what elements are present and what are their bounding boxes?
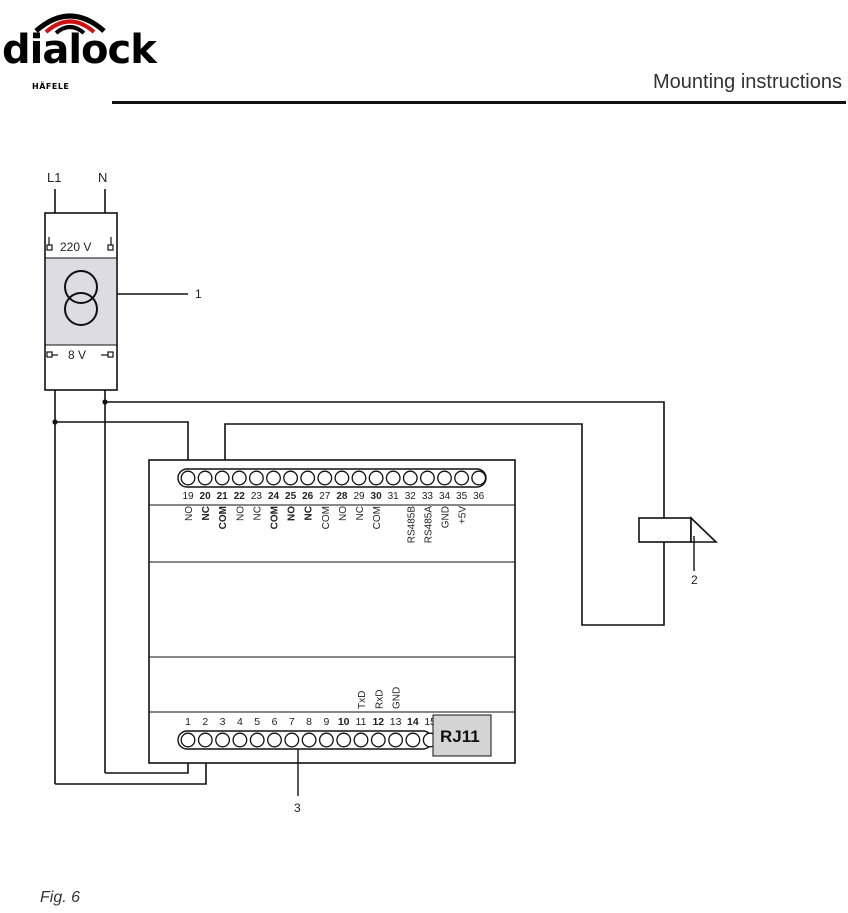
terminal-label: +5V xyxy=(458,506,469,524)
terminal-number-33: 33 xyxy=(422,491,434,502)
terminal-label: RS485B xyxy=(406,506,417,544)
terminal-number-31: 31 xyxy=(388,491,400,502)
supply-label-n: N xyxy=(98,170,107,185)
terminal-number-23: 23 xyxy=(251,491,263,502)
terminal-31 xyxy=(386,471,400,485)
terminal-25 xyxy=(284,471,298,485)
terminal-23 xyxy=(250,471,264,485)
terminal-number-21: 21 xyxy=(217,491,229,502)
terminal-label: COM xyxy=(372,506,383,529)
terminal-number-28: 28 xyxy=(336,491,348,502)
terminal-9 xyxy=(320,733,334,747)
terminal-number-19: 19 xyxy=(182,491,194,502)
terminal-22 xyxy=(233,471,247,485)
terminal-label: COM xyxy=(321,506,332,529)
terminal-label: GND xyxy=(441,506,452,528)
terminal-number-13: 13 xyxy=(390,716,402,728)
terminal-8 xyxy=(302,733,316,747)
callout-3: 3 xyxy=(294,801,301,815)
terminal-13 xyxy=(389,733,403,747)
terminal-label: COM xyxy=(270,506,281,529)
terminal-19 xyxy=(181,471,195,485)
terminal-number-9: 9 xyxy=(323,716,329,728)
transformer: 220 V 8 V xyxy=(45,213,117,390)
terminal-12 xyxy=(372,733,386,747)
terminal-label: NO xyxy=(338,506,349,521)
terminal-28 xyxy=(335,471,349,485)
terminal-label: NC xyxy=(355,506,366,520)
transformer-input-label: 220 V xyxy=(60,240,91,254)
terminal-label: NC xyxy=(201,506,212,520)
transformer-output-label: 8 V xyxy=(68,348,86,362)
callout-1: 1 xyxy=(195,287,202,301)
terminal-number-24: 24 xyxy=(268,491,280,502)
terminal-21 xyxy=(215,471,229,485)
supply-label-l1: L1 xyxy=(47,170,61,185)
terminal-11 xyxy=(354,733,368,747)
terminal-label: NC xyxy=(304,506,315,520)
terminal-label: RxD xyxy=(374,690,385,709)
terminal-number-30: 30 xyxy=(371,491,383,502)
terminal-33 xyxy=(421,471,435,485)
figure-caption: Fig. 6 xyxy=(40,888,80,908)
terminal-number-2: 2 xyxy=(202,716,208,728)
terminal-number-29: 29 xyxy=(353,491,365,502)
terminal-number-35: 35 xyxy=(456,491,468,502)
terminal-number-4: 4 xyxy=(237,716,243,728)
terminal-number-34: 34 xyxy=(439,491,451,502)
terminal-number-6: 6 xyxy=(272,716,278,728)
terminal-number-12: 12 xyxy=(372,716,384,728)
terminal-number-1: 1 xyxy=(185,716,191,728)
terminal-29 xyxy=(352,471,366,485)
terminal-label: NO xyxy=(287,506,298,521)
terminal-label: NO xyxy=(235,506,246,521)
terminal-number-3: 3 xyxy=(220,716,226,728)
terminal-number-7: 7 xyxy=(289,716,295,728)
terminal-number-20: 20 xyxy=(200,491,212,502)
terminal-label: GND xyxy=(392,687,403,709)
terminal-2 xyxy=(199,733,213,747)
terminal-26 xyxy=(301,471,315,485)
terminal-36 xyxy=(472,471,486,485)
terminal-number-14: 14 xyxy=(407,716,419,728)
terminal-number-26: 26 xyxy=(302,491,314,502)
terminal-32 xyxy=(404,471,418,485)
terminal-27 xyxy=(318,471,332,485)
terminal-5 xyxy=(250,733,264,747)
terminal-20 xyxy=(198,471,212,485)
terminal-30 xyxy=(369,471,383,485)
terminal-34 xyxy=(438,471,452,485)
terminal-1 xyxy=(181,733,195,747)
terminal-10 xyxy=(337,733,351,747)
terminal-label: TxD xyxy=(357,691,368,709)
terminal-14 xyxy=(406,733,420,747)
terminal-number-22: 22 xyxy=(234,491,246,502)
terminal-6 xyxy=(268,733,282,747)
door-lock xyxy=(639,518,716,542)
terminal-number-27: 27 xyxy=(319,491,331,502)
terminal-35 xyxy=(455,471,469,485)
terminal-number-5: 5 xyxy=(254,716,260,728)
terminal-number-25: 25 xyxy=(285,491,297,502)
callout-2: 2 xyxy=(691,573,698,587)
terminal-7 xyxy=(285,733,299,747)
terminal-3 xyxy=(216,733,230,747)
terminal-number-8: 8 xyxy=(306,716,312,728)
terminal-label: COM xyxy=(218,506,229,529)
terminal-number-10: 10 xyxy=(338,716,350,728)
terminal-4 xyxy=(233,733,247,747)
terminal-24 xyxy=(267,471,281,485)
terminal-label: RS485A xyxy=(423,506,434,544)
terminal-number-11: 11 xyxy=(356,716,367,728)
terminal-label: NC xyxy=(252,506,263,520)
terminal-number-36: 36 xyxy=(473,491,485,502)
terminal-label: NO xyxy=(184,506,195,521)
rj11-label: RJ11 xyxy=(440,727,480,746)
terminal-number-32: 32 xyxy=(405,491,417,502)
